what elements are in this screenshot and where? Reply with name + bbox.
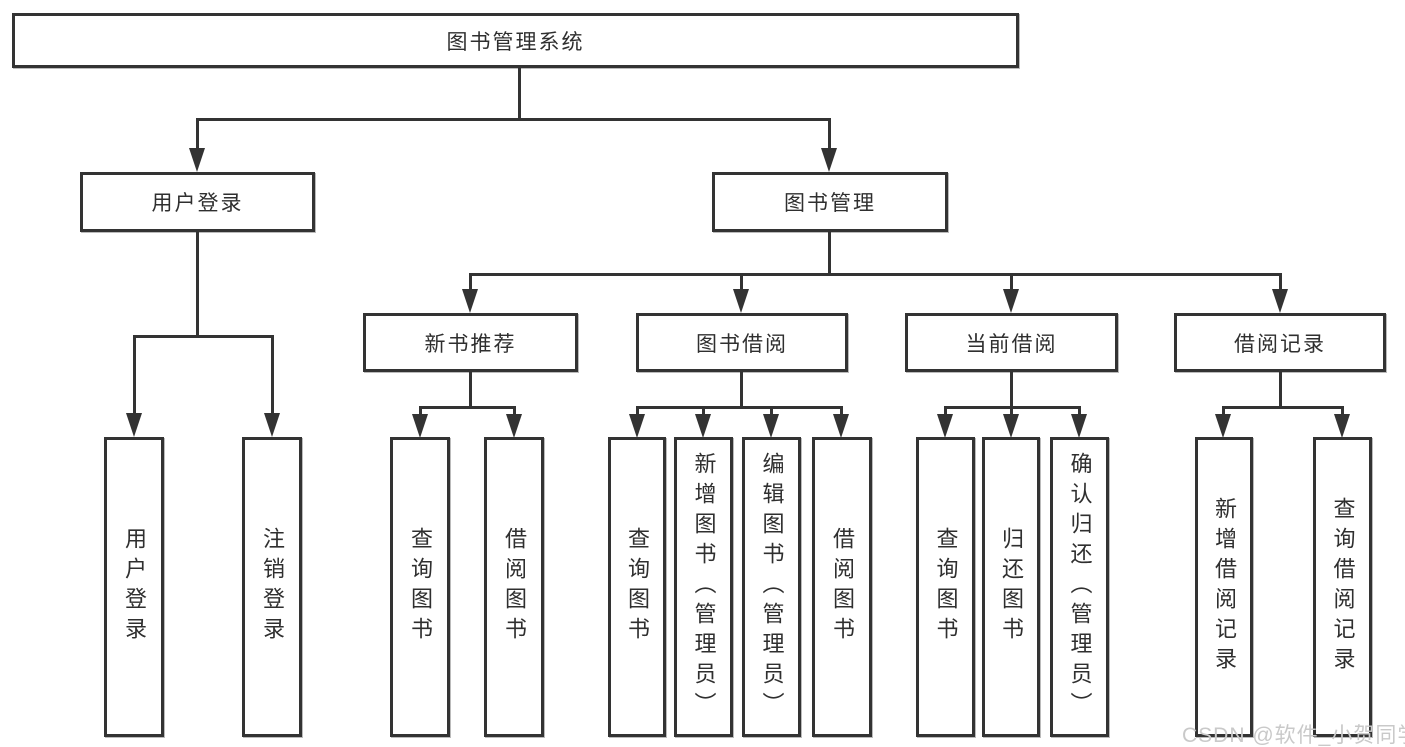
connector-login-stem bbox=[196, 232, 199, 338]
leaf-return-book-label: 归还图书 bbox=[999, 527, 1024, 647]
arrowhead-borrow-4 bbox=[833, 414, 849, 438]
node-new-book-recommend: 新书推荐 bbox=[363, 313, 578, 372]
leaf-user-login: 用户登录 bbox=[104, 437, 164, 737]
node-current-borrow-label: 当前借阅 bbox=[965, 332, 1058, 356]
connector-borrow-drop-4 bbox=[840, 406, 843, 416]
leaf-borrow-query-book: 查询图书 bbox=[608, 437, 666, 737]
node-user-login-label: 用户登录 bbox=[151, 192, 244, 215]
arrowhead-to-records bbox=[1272, 289, 1288, 313]
connector-to-borrow bbox=[740, 273, 743, 291]
connector-records-stem bbox=[1279, 372, 1282, 409]
connector-borrow-drop-3 bbox=[770, 406, 773, 416]
connector-records-drop-1 bbox=[1222, 406, 1225, 416]
connector-current-drop-3 bbox=[1078, 406, 1081, 416]
leaf-borrow-query-book-label: 查询图书 bbox=[625, 527, 650, 647]
connector-to-recommend bbox=[469, 273, 472, 291]
connector-to-mgmt bbox=[828, 118, 831, 149]
leaf-edit-book-admin: 编辑图书（管理员） bbox=[742, 437, 801, 737]
node-user-login: 用户登录 bbox=[80, 172, 315, 232]
connector-borrow-stem bbox=[740, 372, 743, 409]
node-root-label: 图书管理系统 bbox=[446, 30, 585, 54]
arrowhead-borrow-1 bbox=[629, 414, 645, 438]
leaf-add-borrow-record: 新增借阅记录 bbox=[1195, 437, 1253, 737]
leaf-edit-book-admin-label: 编辑图书（管理员） bbox=[759, 452, 785, 722]
connector-borrow-drop-1 bbox=[636, 406, 639, 416]
leaf-query-borrow-record-label: 查询借阅记录 bbox=[1330, 497, 1356, 677]
leaf-add-book-admin-label: 新增图书（管理员） bbox=[691, 452, 717, 722]
arrowhead-borrow-2 bbox=[695, 414, 711, 438]
leaf-current-query-book: 查询图书 bbox=[916, 437, 975, 737]
connector-records-bus bbox=[1222, 406, 1342, 409]
leaf-borrow-book: 借阅图书 bbox=[812, 437, 872, 737]
connector-root-stem bbox=[518, 68, 521, 118]
arrowhead-to-leaf-user-login bbox=[126, 413, 142, 437]
leaf-recommend-query-book-label: 查询图书 bbox=[408, 527, 433, 647]
arrowhead-recommend-1 bbox=[412, 414, 428, 438]
leaf-confirm-return-admin-label: 确认归还（管理员） bbox=[1067, 452, 1093, 722]
node-current-borrow: 当前借阅 bbox=[905, 313, 1118, 372]
node-new-book-recommend-label: 新书推荐 bbox=[424, 332, 517, 356]
connector-level2-bus bbox=[196, 118, 831, 121]
arrowhead-to-mgmt bbox=[821, 148, 837, 172]
node-book-management-label: 图书管理 bbox=[784, 192, 876, 215]
arrowhead-current-3 bbox=[1071, 414, 1087, 438]
leaf-recommend-borrow-book: 借阅图书 bbox=[484, 437, 544, 737]
connector-borrow-drop-2 bbox=[702, 406, 705, 416]
connector-records-drop-2 bbox=[1341, 406, 1344, 416]
arrowhead-to-borrow bbox=[733, 289, 749, 313]
node-root: 图书管理系统 bbox=[12, 13, 1019, 68]
node-borrow-records: 借阅记录 bbox=[1174, 313, 1386, 372]
node-borrow-records-label: 借阅记录 bbox=[1234, 332, 1326, 356]
leaf-query-borrow-record: 查询借阅记录 bbox=[1313, 437, 1372, 737]
leaf-current-query-book-label: 查询图书 bbox=[933, 527, 959, 647]
connector-to-leaf-logout bbox=[271, 335, 274, 415]
connector-recommend-bus bbox=[419, 406, 516, 409]
leaf-add-book-admin: 新增图书（管理员） bbox=[674, 437, 733, 737]
csdn-watermark: CSDN @软件_小贺同学 bbox=[1182, 724, 1405, 747]
arrowhead-to-recommend bbox=[462, 289, 478, 313]
leaf-return-book: 归还图书 bbox=[982, 437, 1040, 737]
arrowhead-recommend-2 bbox=[506, 414, 522, 438]
arrowhead-to-current bbox=[1003, 289, 1019, 313]
connector-recommend-stem bbox=[469, 372, 472, 409]
connector-to-leaf-user-login bbox=[133, 335, 136, 415]
arrowhead-records-1 bbox=[1215, 414, 1231, 438]
leaf-borrow-book-label: 借阅图书 bbox=[830, 527, 855, 647]
leaf-add-borrow-record-label: 新增借阅记录 bbox=[1212, 497, 1237, 677]
connector-recommend-drop-1 bbox=[419, 406, 422, 416]
connector-borrow-bus bbox=[636, 406, 843, 409]
leaf-logout: 注销登录 bbox=[242, 437, 302, 737]
arrowhead-borrow-3 bbox=[763, 414, 779, 438]
leaf-logout-label: 注销登录 bbox=[260, 527, 285, 647]
node-book-management: 图书管理 bbox=[712, 172, 948, 232]
connector-to-login bbox=[196, 118, 199, 149]
connector-mgmt-stem bbox=[828, 232, 831, 276]
node-book-borrow: 图书借阅 bbox=[636, 313, 848, 372]
arrowhead-to-login bbox=[189, 148, 205, 172]
node-book-borrow-label: 图书借阅 bbox=[696, 332, 788, 356]
connector-recommend-drop-2 bbox=[513, 406, 516, 416]
arrowhead-current-1 bbox=[937, 414, 953, 438]
connector-to-current bbox=[1010, 273, 1013, 291]
connector-current-drop-2 bbox=[1010, 406, 1013, 416]
connector-current-stem bbox=[1010, 372, 1013, 409]
connector-level3-bus bbox=[469, 273, 1282, 276]
connector-login-bus bbox=[133, 335, 274, 338]
arrowhead-current-2 bbox=[1003, 414, 1019, 438]
connector-to-records bbox=[1279, 273, 1282, 291]
connector-current-drop-1 bbox=[944, 406, 947, 416]
leaf-recommend-borrow-book-label: 借阅图书 bbox=[502, 527, 527, 647]
leaf-user-login-label: 用户登录 bbox=[122, 527, 147, 647]
leaf-confirm-return-admin: 确认归还（管理员） bbox=[1050, 437, 1109, 737]
arrowhead-to-leaf-logout bbox=[264, 413, 280, 437]
arrowhead-records-2 bbox=[1334, 414, 1350, 438]
leaf-recommend-query-book: 查询图书 bbox=[390, 437, 450, 737]
